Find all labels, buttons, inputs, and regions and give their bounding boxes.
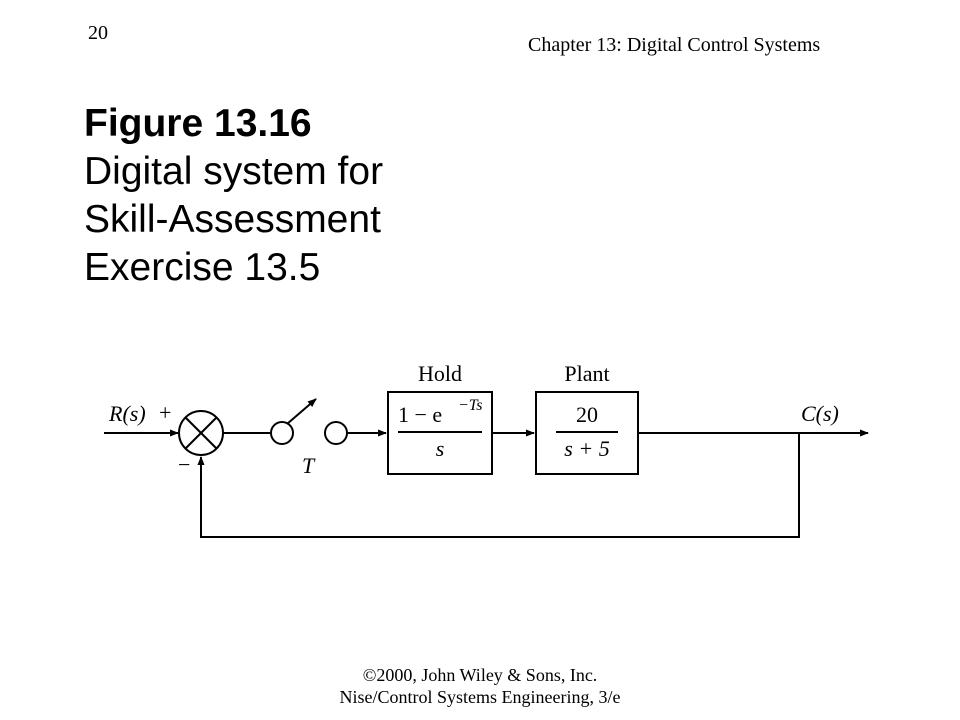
figure-caption-line-1: Digital system for (84, 150, 384, 193)
footer: ©2000, John Wiley & Sons, Inc. Nise/Cont… (0, 664, 960, 708)
figure-caption-line-3: Exercise 13.5 (84, 246, 321, 289)
summing-junction (178, 410, 224, 456)
sampler-label: T (302, 453, 316, 478)
plant-numerator: 20 (576, 402, 598, 427)
chapter-title: Chapter 13: Digital Control Systems (528, 34, 821, 56)
plus-sign: + (159, 400, 171, 425)
hold-denominator: s (436, 436, 445, 461)
hold-label: Hold (418, 361, 462, 386)
plant-denominator: s + 5 (564, 436, 609, 461)
footer-copyright: ©2000, John Wiley & Sons, Inc. (362, 665, 598, 685)
figure-caption-line-2: Skill-Assessment (84, 198, 381, 241)
sampler-switch (270, 398, 348, 445)
feedback-path (197, 433, 800, 538)
hold-numerator-exponent: −Ts (458, 397, 482, 414)
plant-label: Plant (564, 361, 609, 386)
figure-title-block: Figure 13.16 Digital system for Skill-As… (84, 100, 383, 292)
minus-sign: − (178, 452, 190, 477)
hold-numerator: 1 − e (398, 402, 442, 427)
footer-book: Nise/Control Systems Engineering, 3/e (339, 687, 621, 707)
input-label: R(s) (108, 401, 146, 426)
output-label: C(s) (801, 401, 839, 426)
figure-title: Figure 13.16 (84, 102, 312, 145)
page-number: 20 (88, 22, 108, 44)
